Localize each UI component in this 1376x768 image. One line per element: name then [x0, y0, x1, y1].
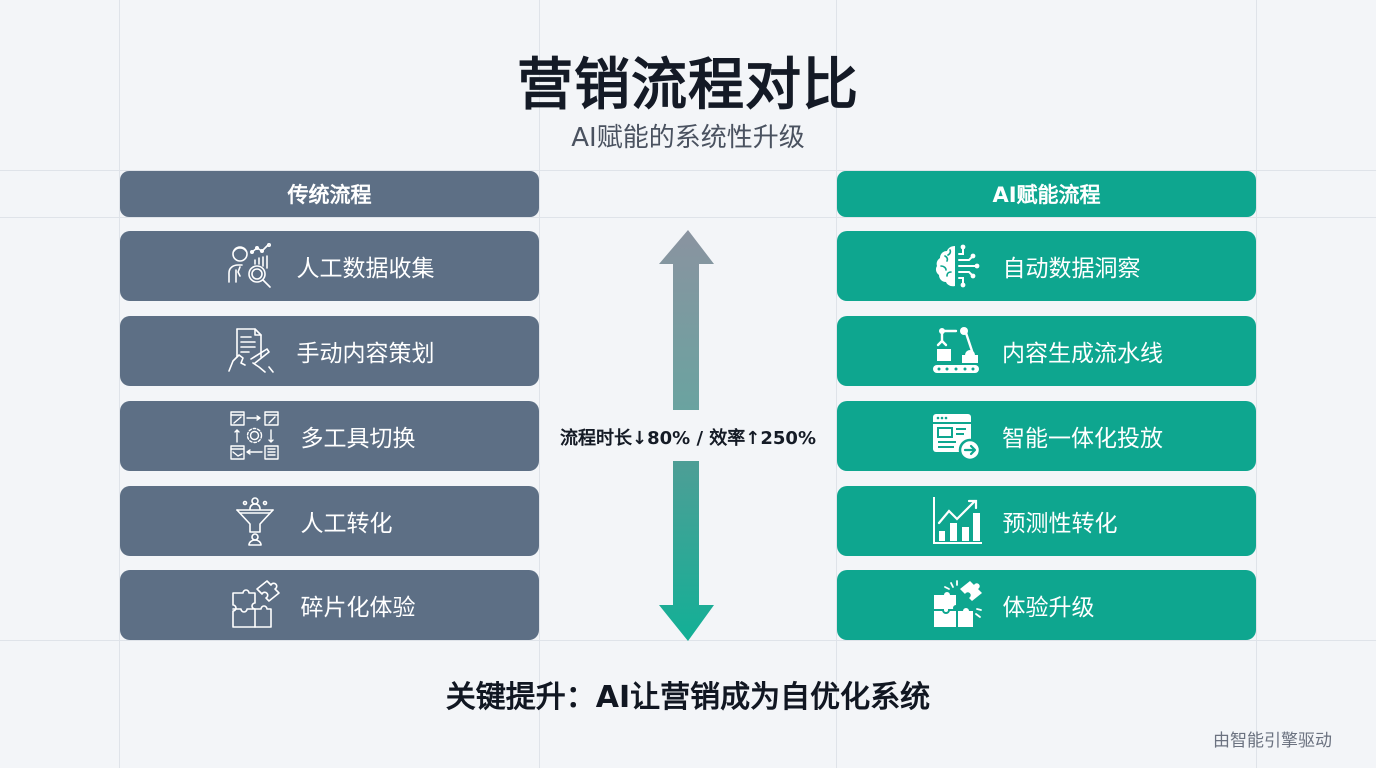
grid-line: [119, 0, 120, 768]
step-label: 体验升级: [1002, 595, 1095, 621]
puzzle-pieces-icon: [229, 579, 281, 631]
hand-writing-document-icon: [225, 325, 277, 377]
analyst-search-icon: [225, 240, 277, 292]
page-subtitle: AI赋能的系统性升级: [571, 123, 805, 153]
ai-step: 预测性转化: [837, 486, 1256, 556]
arrow-down: [659, 461, 714, 641]
ai-step: 内容生成流水线: [837, 316, 1256, 386]
step-label: 人工转化: [300, 511, 393, 537]
grid-line: [0, 170, 1376, 171]
step-label: 内容生成流水线: [1002, 341, 1163, 367]
growth-chart-icon: [931, 495, 983, 547]
step-label: 手动内容策划: [296, 341, 435, 367]
step-label: 预测性转化: [1002, 511, 1118, 537]
window-forward-icon: [930, 410, 982, 462]
footer-credit: 由智能引擎驱动: [1213, 731, 1332, 751]
traditional-step: 人工数据收集: [120, 231, 539, 301]
arrow-up-shape: [659, 230, 714, 410]
step-label: 多工具切换: [300, 426, 416, 452]
ai-header: AI赋能流程: [837, 171, 1256, 217]
traditional-header: 传统流程: [120, 171, 539, 217]
traditional-step: 人工转化: [120, 486, 539, 556]
grid-line: [836, 0, 837, 768]
grid-line: [0, 217, 1376, 218]
ai-step: 体验升级: [837, 570, 1256, 640]
step-label: 自动数据洞察: [1002, 256, 1141, 282]
robot-arm-conveyor-icon: [930, 325, 982, 377]
metric-label: 流程时长↓80% / 效率↑250%: [560, 428, 816, 449]
arrow-up: [659, 230, 714, 410]
arrow-down-shape: [659, 461, 714, 641]
funnel-person-icon: [229, 495, 281, 547]
page-title: 营销流程对比: [517, 53, 859, 118]
key-takeaway: 关键提升：AI让营销成为自优化系统: [445, 680, 931, 715]
tool-switch-icon: [229, 410, 281, 462]
ai-step: 智能一体化投放: [837, 401, 1256, 471]
ai-step: 自动数据洞察: [837, 231, 1256, 301]
step-label: 碎片化体验: [300, 595, 416, 621]
grid-line: [539, 0, 540, 768]
step-label: 智能一体化投放: [1002, 426, 1163, 452]
traditional-step: 碎片化体验: [120, 570, 539, 640]
puzzle-complete-icon: [931, 579, 983, 631]
traditional-step: 多工具切换: [120, 401, 539, 471]
grid-line: [1256, 0, 1257, 768]
traditional-step: 手动内容策划: [120, 316, 539, 386]
ai-brain-icon: [931, 240, 983, 292]
step-label: 人工数据收集: [296, 256, 435, 282]
